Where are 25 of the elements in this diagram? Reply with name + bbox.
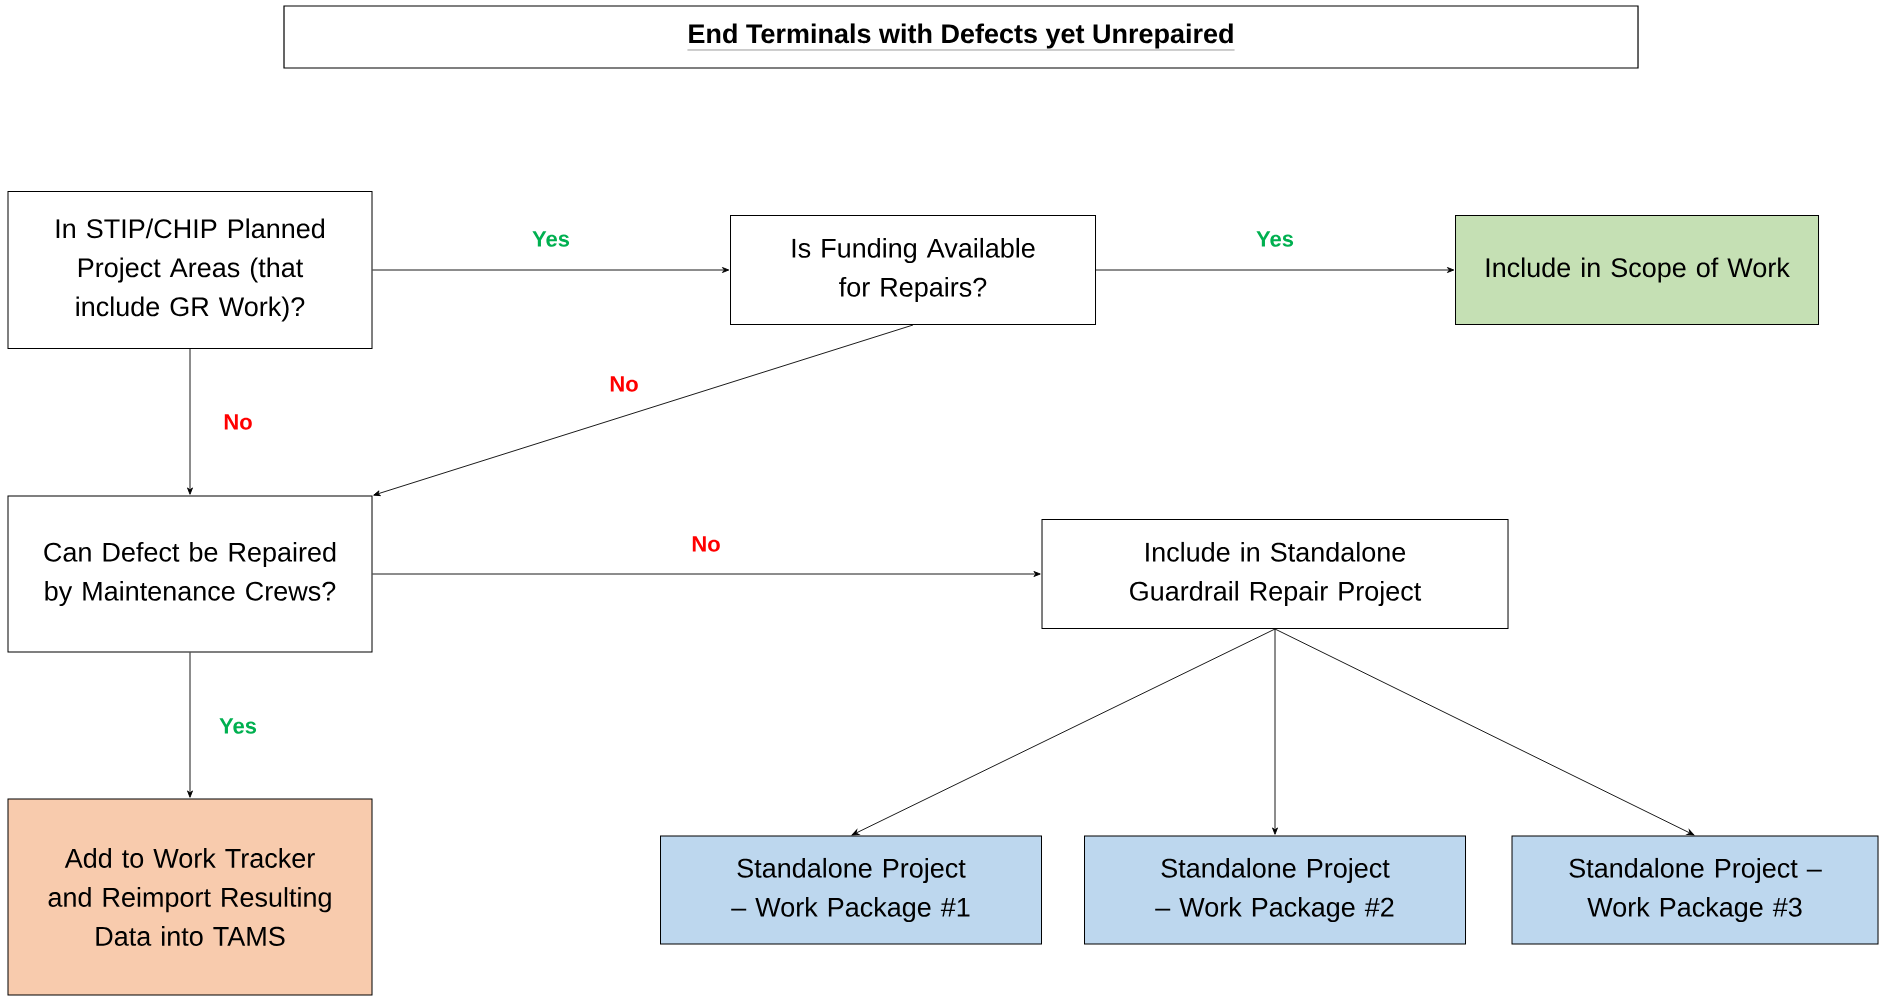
process-box: Add to Work Tracker and Reimport Resulting Data into TAMS <box>7 798 373 996</box>
edge-label: Yes <box>217 716 259 736</box>
process-box: Include in Standalone Guardrail Repair Project <box>1041 519 1509 629</box>
process-box: Standalone Project – Work Package #3 <box>1511 835 1879 945</box>
decision-box: Is Funding Available for Repairs? <box>730 215 1096 325</box>
arrow <box>1274 628 1695 836</box>
edge-label: Yes <box>1254 229 1296 249</box>
edge-label: No <box>689 534 723 554</box>
edge-label: No <box>221 412 255 432</box>
arrow <box>1272 628 1278 835</box>
arrow <box>187 348 193 495</box>
arrow <box>851 628 1276 836</box>
decision-box: In STIP/CHIP Planned Project Areas (that include GR Work)? <box>7 191 373 349</box>
arrow <box>372 571 1041 577</box>
edge-label: No <box>607 374 641 394</box>
process-box: Include in Scope of Work <box>1455 215 1819 325</box>
arrow <box>187 652 193 798</box>
process-box: Standalone Project – Work Package #2 <box>1084 835 1466 945</box>
arrow <box>373 324 914 497</box>
title-box: End Terminals with Defects yet Unrepaired <box>283 5 1639 69</box>
decision-box: Can Defect be Repaired by Maintenance Crews? <box>7 495 373 653</box>
arrow <box>372 267 730 273</box>
edge-label: Yes <box>530 229 572 249</box>
arrow <box>1095 267 1455 273</box>
process-box: Standalone Project – Work Package #1 <box>660 835 1042 945</box>
